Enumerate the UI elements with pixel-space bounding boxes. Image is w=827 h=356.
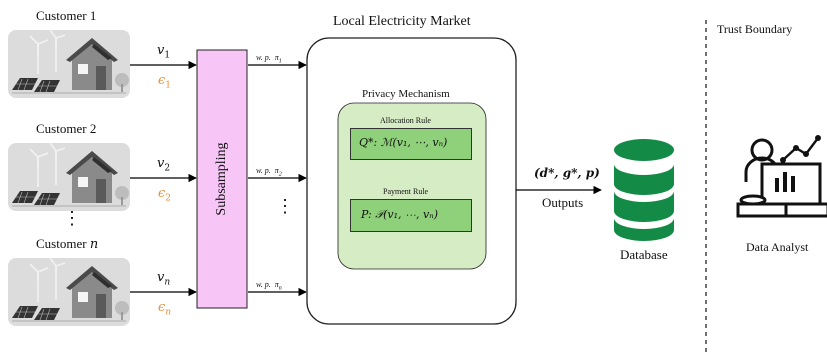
database-icon — [614, 139, 674, 241]
outputs-label: Outputs — [542, 195, 584, 210]
customer-n-label: Customer n — [36, 236, 99, 252]
bid-value-2: v2 — [157, 156, 171, 174]
bid-value-n: vn — [157, 270, 171, 288]
data-analyst-label: Data Analyst — [746, 240, 809, 254]
payment-rule-title: Payment Rule — [383, 187, 429, 196]
customer-2-label: Customer 2 — [36, 121, 97, 136]
subsampling-label: Subsampling — [214, 142, 229, 216]
customer-1-label: Customer 1 — [36, 8, 97, 23]
database-label: Database — [620, 247, 668, 262]
outputs-tuple: (d*, g*, p) — [534, 166, 600, 180]
data-analyst-icon — [736, 135, 827, 218]
privacy-budget-2: ϵ2 — [158, 186, 172, 204]
customer-n-house-image — [8, 258, 130, 326]
privacy-budget-1: ϵ1 — [158, 73, 172, 91]
allocation-rule-title: Allocation Rule — [380, 116, 431, 125]
trust-boundary-label: Trust Boundary — [717, 22, 793, 36]
probability-label-2: w. p. π2 — [256, 166, 282, 178]
customer-2-house-image — [8, 143, 130, 211]
probabilities-ellipsis: ⋮ — [276, 196, 294, 216]
probability-label-n: w. p. πn — [256, 280, 282, 292]
subsampling-block — [196, 49, 248, 309]
allocation-rule-box: Q*: ℳ(v₁, ⋯, vₙ) — [350, 128, 472, 160]
customer-1-house-image — [8, 30, 130, 98]
bid-value-1: v1 — [157, 43, 171, 61]
payment-formula: P: 𝒫(v₁, ⋯, vₙ) — [361, 208, 439, 221]
market-title: Local Electricity Market — [333, 14, 471, 29]
privacy-budget-n: ϵn — [158, 300, 172, 318]
privacy-mechanism-title: Privacy Mechanism — [362, 88, 450, 100]
probability-label-1: w. p. π1 — [256, 53, 282, 65]
payment-rule-box: P: 𝒫(v₁, ⋯, vₙ) — [350, 199, 472, 232]
customers-ellipsis: ⋮ — [63, 208, 81, 228]
allocation-formula: Q*: ℳ(v₁, ⋯, vₙ) — [359, 136, 448, 149]
